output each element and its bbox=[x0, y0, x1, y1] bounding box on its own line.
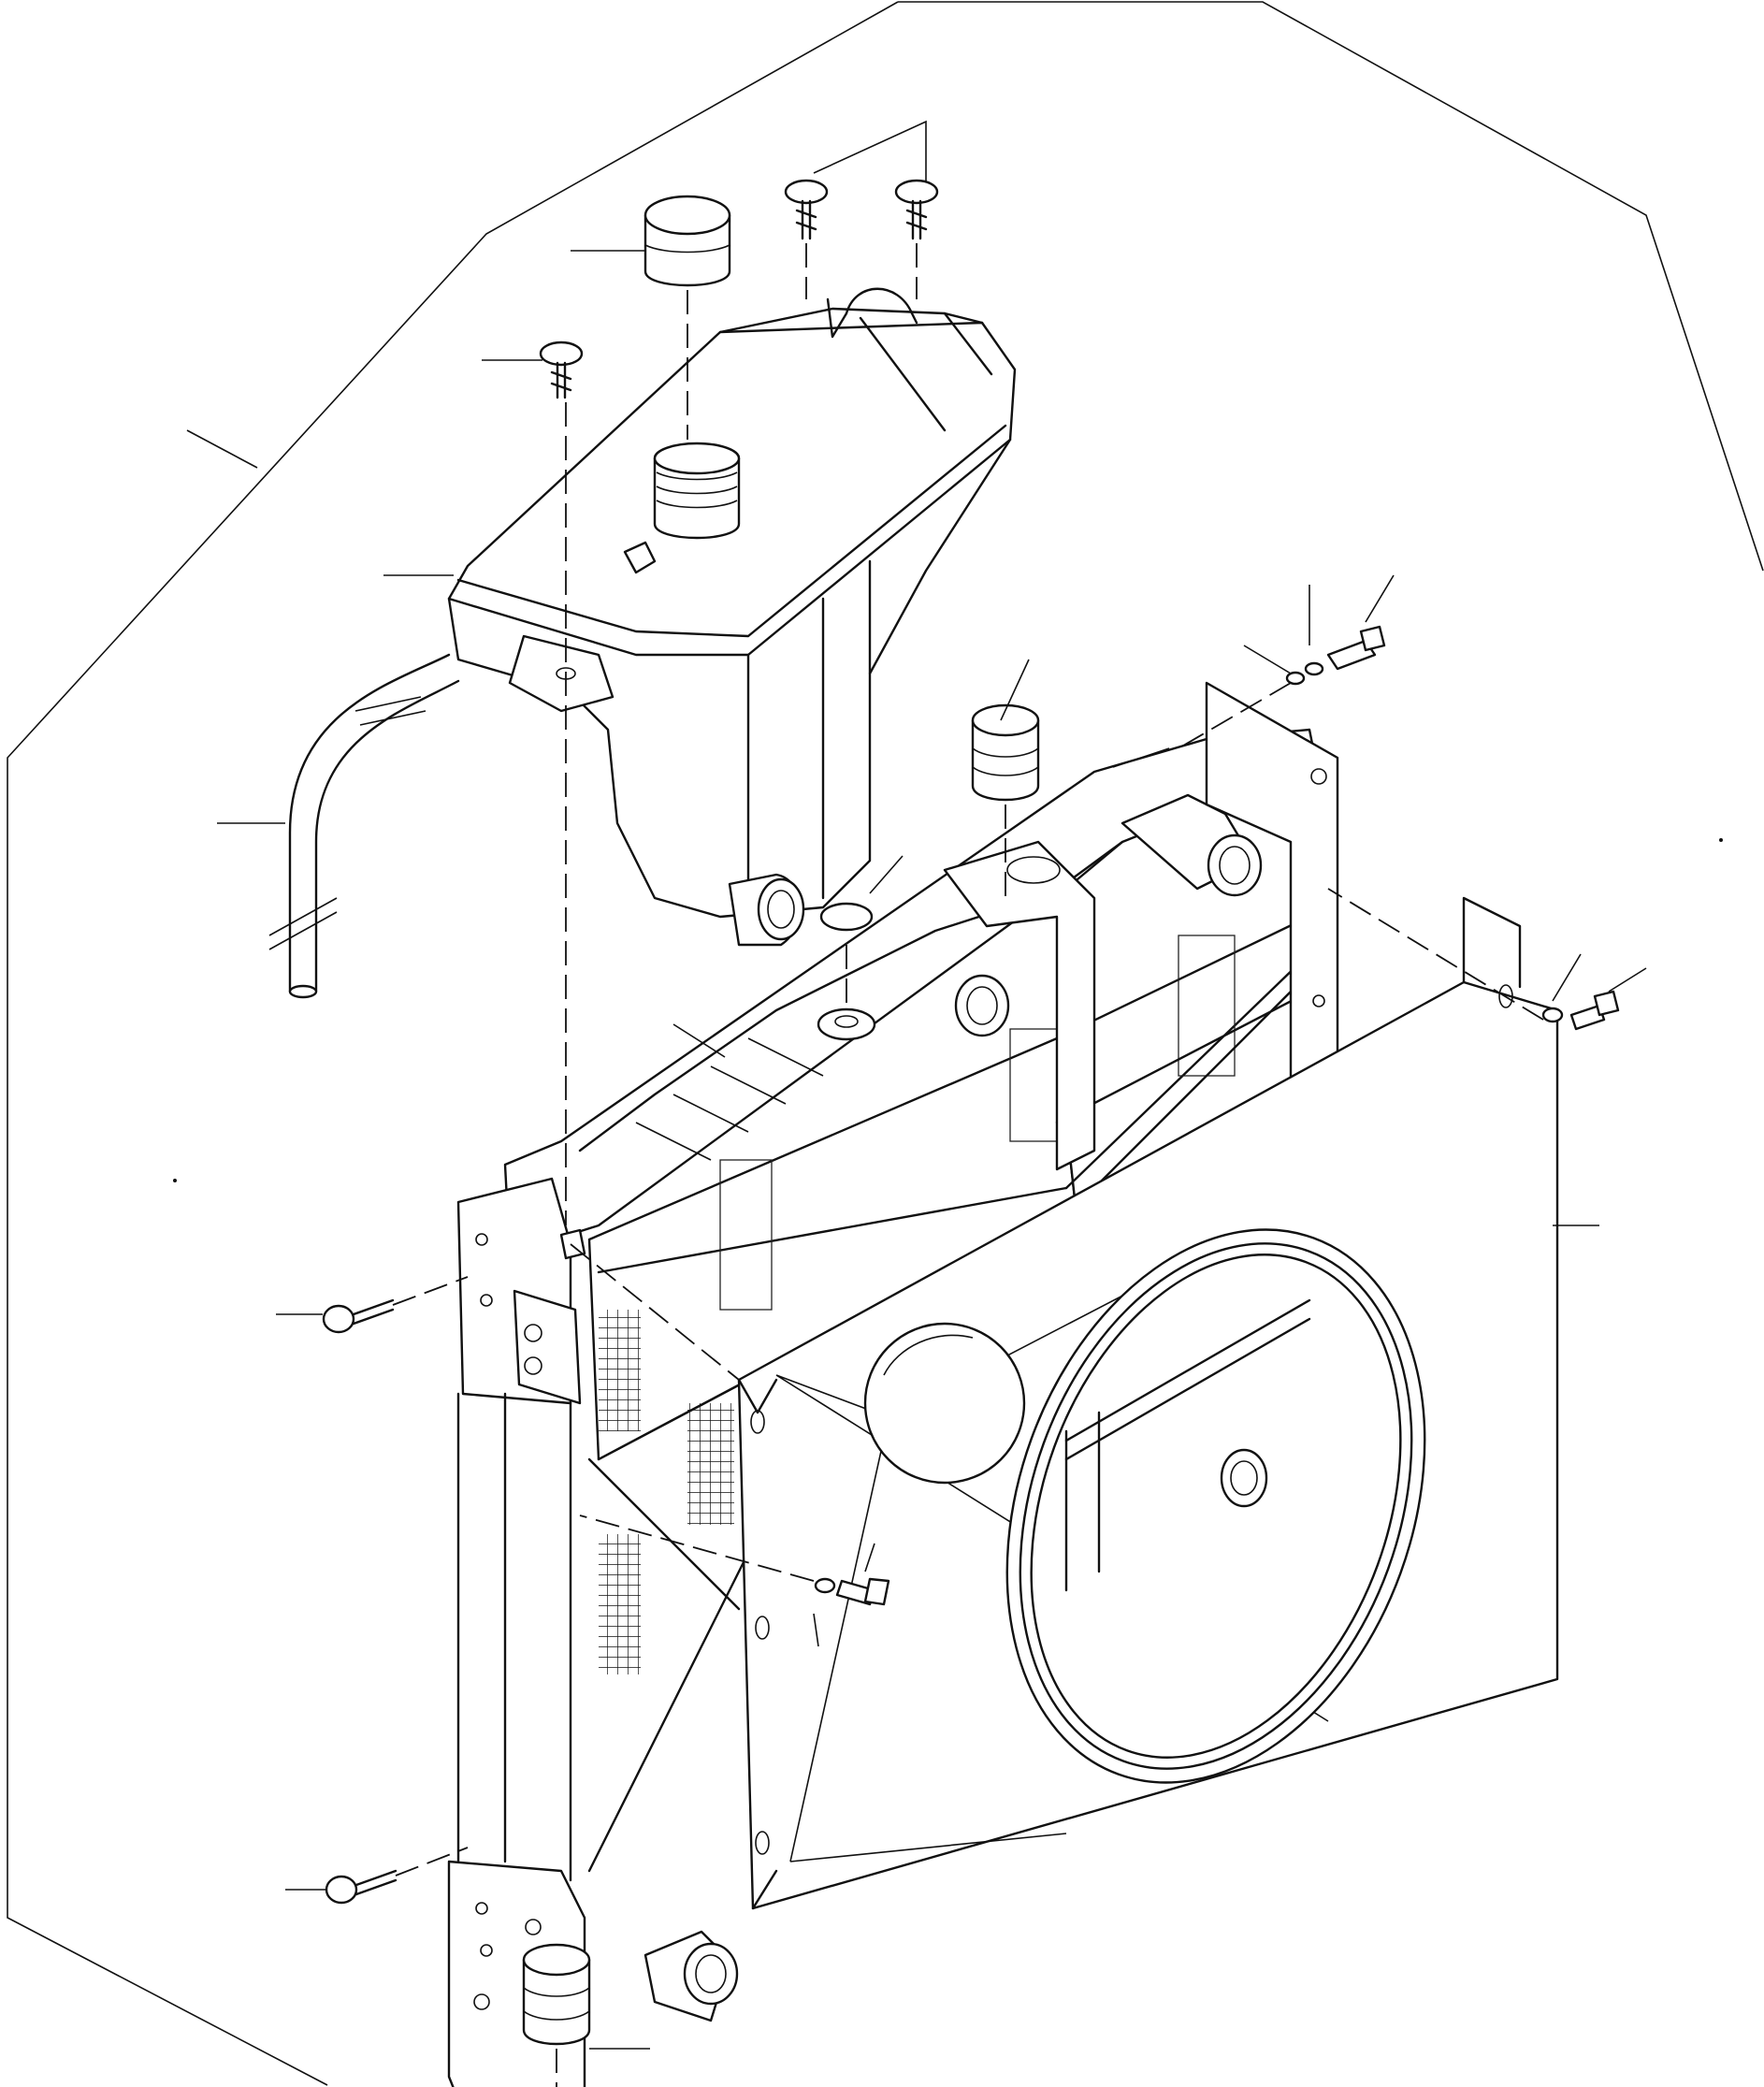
fan-shroud bbox=[737, 896, 1559, 1910]
screw-tank bbox=[539, 341, 584, 399]
screw-left-upper bbox=[322, 1298, 395, 1334]
screw-top-2 bbox=[894, 179, 939, 240]
assembly-lines bbox=[392, 243, 1544, 2087]
bolt-center bbox=[814, 1577, 890, 1606]
rubber-mount-top bbox=[971, 703, 1040, 802]
radiator-cap bbox=[643, 195, 731, 287]
overflow-hose bbox=[288, 653, 460, 993]
screw-left-lower bbox=[325, 1869, 398, 1905]
outer-frame bbox=[7, 1, 1764, 2086]
rubber-mount-bottom bbox=[522, 1943, 591, 2046]
o-ring bbox=[819, 902, 874, 932]
callout-leaders bbox=[186, 120, 1647, 2050]
bolt-right-top bbox=[1285, 625, 1386, 686]
bolt-right-mid bbox=[1541, 990, 1620, 1031]
expansion-tank bbox=[447, 287, 1017, 947]
center-strut bbox=[943, 840, 1096, 1171]
screw-top-1 bbox=[784, 179, 829, 240]
